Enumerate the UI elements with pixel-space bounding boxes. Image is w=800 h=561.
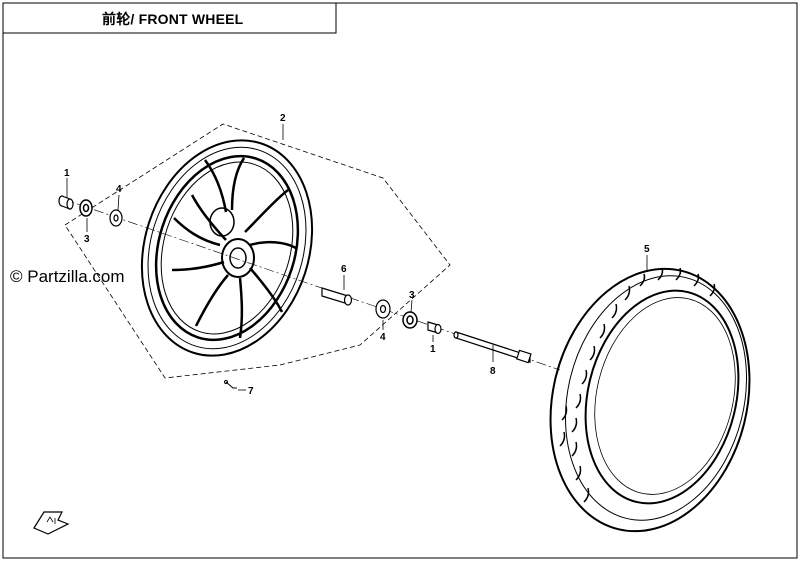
callout-1-right: 1 xyxy=(430,344,436,355)
callout-7: 7 xyxy=(248,386,254,397)
spacer-collar-icon[interactable] xyxy=(58,195,74,210)
front-axle-icon[interactable] xyxy=(453,331,532,364)
callout-6: 6 xyxy=(341,264,347,275)
watermark: © Partzilla.com xyxy=(10,267,125,286)
callout-3-left: 3 xyxy=(84,234,90,245)
title-box xyxy=(3,3,337,34)
callout-2: 2 xyxy=(280,113,286,124)
callout-8: 8 xyxy=(490,366,496,377)
bearing-icon[interactable] xyxy=(109,209,123,227)
callout-1-left: 1 xyxy=(64,168,70,179)
oil-seal-icon-right[interactable] xyxy=(402,311,418,329)
oil-seal-icon[interactable] xyxy=(79,199,93,217)
spacer-collar-icon-right[interactable] xyxy=(427,321,442,335)
callout-5: 5 xyxy=(644,244,650,255)
front-rim-icon[interactable] xyxy=(115,118,339,378)
valve-icon[interactable] xyxy=(224,380,238,389)
front-tire-icon[interactable] xyxy=(524,247,777,552)
page-title: 前轮/ FRONT WHEEL xyxy=(102,11,244,27)
bearing-icon-right[interactable] xyxy=(375,299,391,319)
callout-4-right: 4 xyxy=(380,332,386,343)
callout-3-right: 3 xyxy=(409,290,415,301)
leader-lines xyxy=(66,124,648,391)
inner-spacer-icon[interactable] xyxy=(321,287,353,306)
front-direction-arrow-icon xyxy=(33,511,70,535)
callout-4-left: 4 xyxy=(116,184,122,195)
